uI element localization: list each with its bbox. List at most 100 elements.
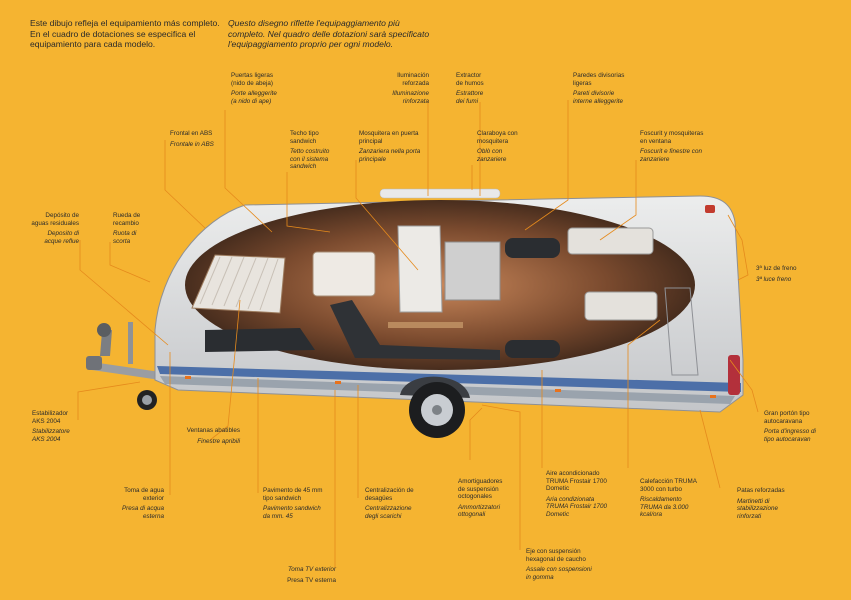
drawbar [86,322,160,410]
label-extractor: Extractor de humos Estrattore dei fumi [456,72,484,105]
roof-skylight [379,188,501,199]
rear-upper-window [567,227,654,255]
label-text: Aire acondicionado [546,470,600,477]
label-text: reforzada [402,79,429,87]
label-text: Pavimento de 45 mm [263,487,323,494]
label-text: AKS 2004 [32,435,61,443]
label-text: Techo tipo [290,130,319,137]
label-claraboya: Claraboya con mosquitera Oblò con zanzar… [477,130,518,163]
label-text: ottogonali [458,511,486,519]
label-text: Estabilizador [32,410,69,417]
label-text: Gran portón tipo [764,410,810,417]
label-text: Patas reforzadas [737,487,785,494]
label-text: sandwich [290,163,317,171]
label-text: Aria condizionata [546,495,595,503]
label-text: Tetto costruito [290,148,330,156]
intro-spanish: Este dibujo refleja el equipamiento más … [30,18,220,50]
label-text: sandwich [290,137,317,145]
label-text: exterior [143,494,164,502]
label-ventanas: Ventanas abatibles Finestre apribili [187,427,240,445]
label-text: Extractor [456,72,482,79]
label-text: Puertas ligeras [231,72,273,79]
label-text: Assale con sospensioni [526,566,592,574]
intro-line: equipamiento para cada modelo. [30,39,156,49]
caravan-wheel [400,376,470,438]
intro-line: Questo disegno riflette l'equipaggiament… [228,18,400,28]
label-text: degli scarichi [365,512,402,520]
label-text: zanzariere [640,155,670,163]
dinette-seat [330,300,500,360]
label-text: 3ª luce freno [756,275,792,283]
label-text: recambio [113,219,139,227]
label-text: Stabilizzatore [32,428,70,436]
label-text: rinforzata [402,97,429,105]
label-text: en ventana [640,137,672,145]
label-text: hexagonal de caucho [526,555,586,563]
label-text: Dometic [546,510,570,518]
side-window [312,251,376,297]
label-text: Amortiguadores [458,478,503,485]
intro-line: completo. Nel quadro delle dotazioni sar… [228,28,430,39]
label-text: kcal/ora [640,511,663,519]
label-text: Ruota di [113,230,137,238]
label-mosquitera: Mosquitera en puerta principal Zanzarier… [359,130,420,163]
label-amortiguadores: Amortiguadores de suspensión octogonales… [458,478,502,519]
label-text: Frontale in ABS [170,140,214,148]
label-toma-agua: Toma de agua exterior Presa di acqua est… [122,487,164,520]
label-text: Porte alleggerite [231,90,277,98]
label-text: Illuminazione [392,90,429,98]
label-text: Claraboya con [477,130,518,137]
rear-lower-window [584,291,658,321]
label-porton: Gran portón tipo autocaravana Porta d'in… [764,410,816,443]
rear-light-cluster [728,355,740,395]
label-text: acque reflue [44,237,79,245]
label-text: Toma de agua [124,487,164,494]
label-techo: Techo tipo sandwich Tetto costruito con … [290,130,329,171]
label-pavimento: Pavimento de 45 mm tipo sandwich Pavimen… [263,487,323,520]
upper-bunk [505,238,560,258]
label-iluminacion: Iluminación reforzada Illuminazione rinf… [392,72,429,105]
label-aire: Aire acondicionado TRUMA Frostair 1700 D… [546,470,607,519]
label-text: autocaravana [764,417,803,425]
label-text: con il sistema [290,155,329,163]
label-text: aguas residuales [31,219,79,227]
leader-lines [77,100,759,568]
label-text: Iluminación [397,72,429,79]
label-text: Foscurit e finestre con [640,148,702,156]
label-rueda: Rueda de recambio Ruota di scorta [113,212,140,245]
label-text: Centralización de [365,487,414,494]
label-text: tipo sandwich [263,494,302,502]
label-text: mosquitera [477,137,509,145]
label-text: 3000 con turbo [640,485,683,493]
label-text: Oblò con [477,148,503,156]
label-text: Frontal en ABS [170,130,213,137]
label-text: de humos [456,79,484,87]
label-text: (a nido di ape) [231,97,272,105]
intro-italian: Questo disegno riflette l'equipaggiament… [228,18,429,50]
label-text: AKS 2004 [32,417,61,425]
label-text: Porta d'ingresso di [764,428,816,436]
label-text: Paredes divisorias [573,72,625,79]
label-text: Zanzariera nella porta [359,148,421,156]
label-text: esterna [142,512,164,520]
label-text: Calefacción TRUMA [640,478,697,485]
label-frontal: Frontal en ABS Frontale in ABS [170,130,214,148]
label-calefaccion: Calefacción TRUMA 3000 con turbo Riscald… [640,478,697,519]
label-text: scorta [113,237,131,245]
label-text: Ammortizzatori [458,503,500,511]
label-text: zanzariere [477,155,507,163]
label-patas: Patas reforzadas Martinetti di stabilizz… [737,487,785,520]
label-text: Pavimento sandwich [263,505,321,513]
label-text: Dometic [546,485,570,493]
label-text: rinforzati [737,512,762,520]
label-text: TRUMA Frostair 1700 [546,477,607,485]
label-foscurit: Foscurit y mosquiteras en ventana Foscur… [640,130,703,163]
label-text: dei fumi [456,97,479,105]
label-text: Martinetti di [737,497,770,505]
third-brake-light [705,205,715,213]
entry-door [397,225,443,313]
label-paredes: Paredes divisorias ligeras Pareti diviso… [573,72,624,105]
label-text: stabilizzazione [737,505,778,513]
label-text: TRUMA da 3.000 [640,503,689,511]
intro-line: Este dibujo refleja el equipamiento más … [30,18,220,28]
